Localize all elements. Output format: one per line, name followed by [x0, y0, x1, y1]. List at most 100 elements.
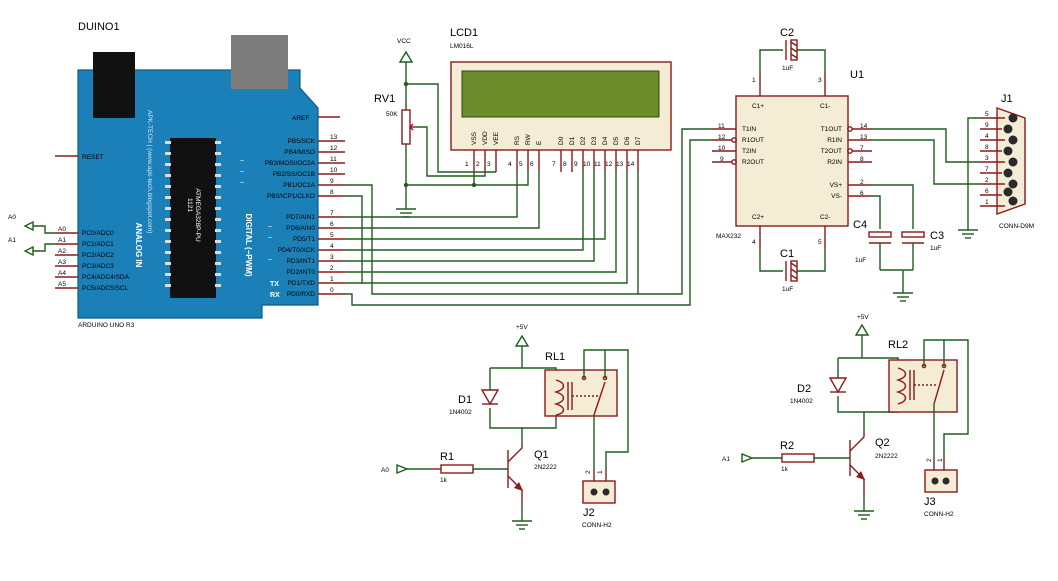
max232-pins: C1+ C1- C2+ C2- T1IN 11 R1OUT 1 2 T2IN 10 R2… [712, 72, 872, 250]
reset-label: RESET [82, 154, 104, 161]
svg-text:R2OUT: R2OUT [742, 159, 764, 166]
svg-text:+5V: +5V [857, 314, 869, 321]
svg-text:D5: D5 [613, 136, 620, 145]
lcd-module[interactable] [450, 61, 672, 151]
svg-text:3: 3 [985, 155, 989, 162]
relay-rl1[interactable]: RL1 [544, 351, 618, 417]
usb-connector [231, 35, 288, 89]
db9-connector-j1[interactable] [996, 107, 1026, 215]
capacitor-c4[interactable]: C4 1uF [853, 195, 892, 270]
svg-text:12: 12 [605, 161, 613, 168]
svg-text:PC2/ADC2: PC2/ADC2 [82, 252, 114, 259]
relay1-circuit: +5V D1 1N4002 [449, 324, 557, 445]
capacitor-c1[interactable]: C1 1uF [759, 248, 826, 293]
resistor-r1[interactable]: R1 1k [407, 451, 508, 484]
svg-text:T1IN: T1IN [742, 126, 756, 133]
relay2-contacts-wiring [923, 339, 969, 458]
svg-text:D2: D2 [797, 383, 811, 395]
svg-text:RL1: RL1 [545, 351, 565, 363]
max232-chip[interactable] [735, 95, 849, 227]
svg-text:5: 5 [519, 161, 523, 168]
svg-text:D4: D4 [602, 136, 609, 145]
dc-jack [93, 52, 135, 118]
svg-text:VEE: VEE [493, 131, 500, 145]
svg-text:0: 0 [330, 287, 334, 294]
svg-text:E: E [536, 140, 543, 145]
svg-text:4: 4 [508, 161, 512, 168]
svg-text:R1OUT: R1OUT [742, 137, 764, 144]
svg-text:Q1: Q1 [534, 449, 549, 461]
svg-text:C1-: C1- [820, 103, 830, 110]
svg-text:PC3/ADC3: PC3/ADC3 [82, 263, 114, 270]
svg-text:4: 4 [330, 243, 334, 250]
svg-text:A1: A1 [8, 237, 16, 244]
net-label-a1-relay: A1 [722, 452, 754, 464]
svg-text:C2: C2 [780, 27, 794, 39]
svg-text:3: 3 [487, 161, 491, 168]
svg-text:C2-: C2- [820, 214, 830, 221]
svg-text:1: 1 [597, 470, 604, 474]
svg-text:1uF: 1uF [782, 65, 793, 72]
svg-text:T2IN: T2IN [742, 148, 756, 155]
arduino-board[interactable]: ATMEGA328P-PU 1121 APK-TECH | (www.apk-t… [77, 35, 319, 319]
svg-text:9: 9 [720, 156, 724, 163]
svg-text:1: 1 [465, 161, 469, 168]
svg-text:1: 1 [937, 458, 944, 462]
tx-label: TX [270, 281, 279, 288]
svg-text:R2: R2 [780, 440, 794, 452]
svg-text:1: 1 [752, 77, 756, 84]
svg-text:D6: D6 [624, 136, 631, 145]
svg-text:1uF: 1uF [782, 286, 793, 293]
svg-text:D1: D1 [458, 394, 472, 406]
transistor-q1[interactable]: Q1 2N2222 [507, 445, 557, 505]
arduino-ref: DUINO1 [78, 21, 120, 33]
potentiometer-rv1[interactable]: RV1 50K [374, 84, 416, 205]
max232-ref: U1 [850, 69, 864, 81]
svg-text:~: ~ [268, 257, 272, 264]
svg-text:C2+: C2+ [752, 214, 764, 221]
svg-text:PD1/TXD: PD1/TXD [288, 280, 316, 287]
atmega-chip [170, 138, 216, 298]
analog-in-label: ANALOG IN [134, 223, 143, 268]
svg-text:6: 6 [330, 221, 334, 228]
resistor-r2[interactable]: R2 1k [752, 440, 850, 473]
svg-text:A0: A0 [58, 226, 66, 233]
svg-text:D2: D2 [580, 136, 587, 145]
svg-text:1N4002: 1N4002 [790, 398, 813, 405]
svg-text:R1: R1 [440, 451, 454, 463]
svg-text:11: 11 [594, 161, 601, 168]
svg-text:2: 2 [860, 179, 864, 186]
relay-rl2[interactable]: RL2 [888, 339, 958, 413]
svg-text:2: 2 [330, 265, 334, 272]
svg-text:C3: C3 [930, 230, 944, 242]
svg-text:VS+: VS+ [830, 182, 843, 189]
capacitor-c2[interactable]: C2 1uF [759, 27, 826, 72]
lcd-wiring [345, 83, 639, 295]
svg-text:C4: C4 [853, 219, 867, 231]
svg-text:9: 9 [985, 122, 989, 129]
svg-text:PB3/MOSI/OC2A: PB3/MOSI/OC2A [265, 160, 316, 167]
svg-text:2N2222: 2N2222 [875, 453, 898, 460]
svg-text:C1+: C1+ [752, 103, 764, 110]
svg-text:4: 4 [752, 239, 756, 246]
svg-text:14: 14 [860, 123, 868, 130]
aref-label: AREF [292, 115, 309, 122]
capacitor-c3[interactable]: C3 1uF [872, 184, 944, 270]
svg-text:2N2222: 2N2222 [534, 464, 557, 471]
lcd-model: LM016L [450, 43, 474, 50]
svg-text:10: 10 [718, 145, 726, 152]
relay2-circuit: +5V D2 1N4002 [790, 314, 899, 430]
connector-j3[interactable]: 2 1 J3 CONN-H2 [924, 458, 958, 518]
transistor-q2[interactable]: Q2 2N2222 [849, 430, 898, 495]
svg-text:D7: D7 [635, 136, 642, 145]
svg-text:~: ~ [268, 235, 272, 242]
chip-number: 1121 [186, 198, 193, 212]
lcd-pins: VSS VDD VEE RS RW E D0 D1 D2 D3 D4 D5 D6… [465, 131, 642, 172]
net-label-a0-relay: A0 [381, 463, 409, 475]
connector-j2[interactable]: 2 1 J2 CONN-H2 [582, 470, 616, 529]
svg-text:A2: A2 [58, 248, 66, 255]
pwm-tilde-marks: ~~~ ~~~ [240, 158, 272, 264]
svg-text:11: 11 [718, 123, 725, 130]
svg-text:C1: C1 [780, 248, 794, 260]
